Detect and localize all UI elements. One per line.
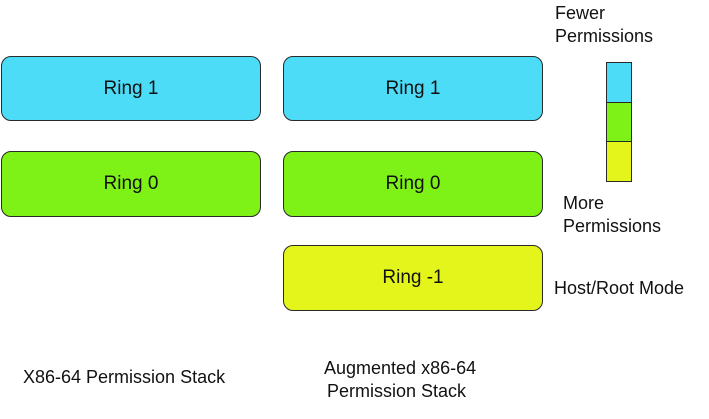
legend-segment-ring-1 [607, 63, 631, 102]
left-ring-0-box: Ring 0 [1, 151, 261, 217]
left-stack-caption: X86-64 Permission Stack [23, 367, 226, 387]
host-root-mode-label: Host/Root Mode [554, 278, 685, 298]
right-caption-line2: Permission Stack [327, 381, 467, 401]
right-ring-0-label: Ring 0 [385, 173, 441, 194]
right-ring-1-box: Ring 1 [283, 56, 543, 121]
right-ring-minus-1-box: Ring -1 [283, 245, 543, 311]
more-label-line2: Permissions [563, 216, 662, 236]
more-permissions-label: More Permissions [563, 192, 661, 238]
permission-gradient-legend [606, 62, 632, 182]
legend-segment-ring-0 [607, 101, 631, 142]
left-ring-1-label: Ring 1 [103, 77, 159, 99]
fewer-permissions-label: Fewer Permissions [555, 2, 653, 48]
right-caption-line1: Augmented x86-64 [324, 358, 477, 378]
more-label-line1: More [563, 193, 605, 213]
left-ring-0-label: Ring 0 [103, 173, 159, 194]
fewer-label-line2: Permissions [555, 26, 654, 46]
fewer-label-line1: Fewer [555, 3, 606, 23]
legend-segment-ring-minus-1 [607, 141, 631, 182]
right-ring-0-box: Ring 0 [283, 151, 543, 217]
right-ring-1-label: Ring 1 [385, 77, 441, 99]
right-stack-caption: Augmented x86-64 Permission Stack [322, 357, 476, 403]
right-ring-minus-1-label: Ring -1 [382, 267, 444, 288]
left-ring-1-box: Ring 1 [1, 56, 261, 121]
